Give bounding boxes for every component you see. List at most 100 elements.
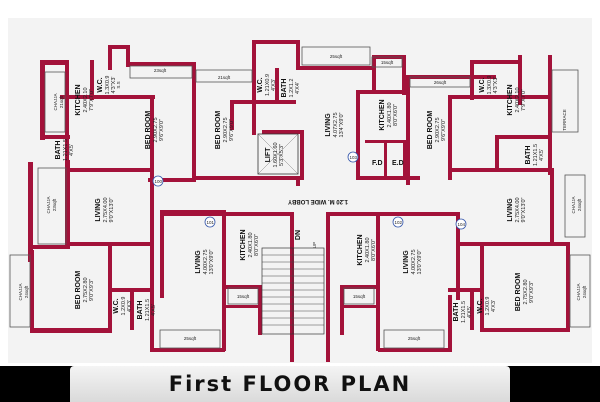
svg-text:4'X5': 4'X5' <box>69 144 75 156</box>
svg-text:DN: DN <box>295 230 302 240</box>
svg-text:LIVING: LIVING <box>325 113 332 137</box>
svg-text:7'9"X7'0": 7'9"X7'0" <box>89 89 95 111</box>
plan-title: First FLOOR PLAN <box>168 372 412 396</box>
chajja-mid-right-sqft: 15sqft <box>353 294 366 299</box>
svg-text:13'0"X9'0": 13'0"X9'0" <box>209 249 215 274</box>
chajja-right-mid: CHAJJA 24sqft <box>571 196 582 213</box>
room-bedroom-right-bottom: BED ROOM 2.75X2.80 9'0"X9'3" <box>515 273 535 312</box>
room-wc-left-bottom: W.C. 1.2X0.9 4'X3' <box>113 297 133 316</box>
svg-text:2.40X1.80: 2.40X1.80 <box>365 237 371 262</box>
staircase <box>261 247 325 335</box>
room-living-right: LIVING 2.75X4.00 9'0"X13'0" <box>507 197 527 222</box>
svg-text:W.C.: W.C. <box>479 77 486 92</box>
lift-label: LIFT 1.60X1.60 5'3"X5'3" <box>265 142 285 167</box>
room-ss-left-top: S.S <box>116 81 121 88</box>
svg-text:1.3X0.9: 1.3X0.9 <box>105 76 111 95</box>
svg-text:2.40X1.80: 2.40X1.80 <box>248 232 254 257</box>
svg-text:2.90X2.75: 2.90X2.75 <box>435 117 441 142</box>
svg-text:BATH: BATH <box>525 146 532 165</box>
door-tag-102: 102 <box>395 220 403 225</box>
svg-text:8'0"X6'0": 8'0"X6'0" <box>393 104 399 126</box>
room-bath-left: BATH 1.21X1.5 4'X5' <box>55 139 75 161</box>
svg-text:7'9"X7'0": 7'9"X7'0" <box>521 89 527 111</box>
svg-text:CHAJJA: CHAJJA <box>53 93 58 110</box>
svg-text:UP: UP <box>312 242 317 248</box>
room-kitchen-right-top: KITCHEN 2.40X2.10 7'9"X7'0" <box>507 84 527 115</box>
chajja-left-top: CHAJJA 21sqft <box>53 93 64 110</box>
room-bedroom-left-top: BED ROOM 2.90X2.75 9'6"X9'0" <box>145 111 165 150</box>
room-kitchen-center-right-bottom: KITCHEN 2.40X1.80 8'0"X6'0" <box>357 234 377 265</box>
svg-text:KITCHEN: KITCHEN <box>507 84 514 115</box>
svg-text:TERRACE: TERRACE <box>562 109 567 131</box>
svg-text:4'X5': 4'X5' <box>151 304 157 316</box>
room-wc-left-top: W.C. 1.3X0.9 4'3"X3' <box>97 76 117 95</box>
svg-text:BATH: BATH <box>453 303 460 322</box>
svg-text:2.75X2.80: 2.75X2.80 <box>523 279 529 304</box>
room-living-left: LIVING 2.75X4.00 9'0"X13'0" <box>95 197 115 222</box>
svg-text:KITCHEN: KITCHEN <box>240 229 247 260</box>
door-tag-100: 100 <box>155 179 163 184</box>
stair-up-label: UP <box>312 242 317 248</box>
chajja-top-left-sqft: 23sqft <box>154 68 167 73</box>
door-tag-103: 103 <box>350 155 358 160</box>
svg-text:9'6"X9'0": 9'6"X9'0" <box>159 119 165 141</box>
svg-text:1.2X0.9: 1.2X0.9 <box>121 297 127 316</box>
room-wc-center: W.C. 1.21X0.9 4'X3' <box>257 74 277 96</box>
room-kitchen-center-left: KITCHEN 2.40X1.80 8'0"X6'0" <box>240 229 260 260</box>
svg-text:24sqft: 24sqft <box>24 285 29 298</box>
svg-text:BED ROOM: BED ROOM <box>215 111 222 150</box>
svg-text:4.00X2.75: 4.00X2.75 <box>411 249 417 274</box>
chajja-outlines <box>9 46 591 349</box>
svg-text:4'X5': 4'X5' <box>467 306 473 318</box>
room-bath-right-bottom: BATH 1.21X1.5 4'X5' <box>453 301 473 323</box>
svg-text:CHAJJA: CHAJJA <box>46 196 51 213</box>
plan-title-bar: First FLOOR PLAN <box>70 366 510 402</box>
stair-dn-label: DN <box>295 230 302 240</box>
svg-text:BED ROOM: BED ROOM <box>515 273 522 312</box>
svg-text:4'X3': 4'X3' <box>127 300 133 312</box>
svg-text:BED ROOM: BED ROOM <box>427 111 434 150</box>
svg-text:CHAJJA: CHAJJA <box>571 196 576 213</box>
svg-text:LIVING: LIVING <box>507 198 514 222</box>
svg-text:BATH: BATH <box>55 141 62 160</box>
room-kitchen-center-right: KITCHEN 2.40X1.80 8'0"X6'0" <box>379 99 399 130</box>
terrace-label: TERRACE <box>562 109 567 131</box>
svg-text:2.40X2.10: 2.40X2.10 <box>83 87 89 112</box>
svg-text:S.S: S.S <box>116 81 121 88</box>
svg-text:1.21X0.9: 1.21X0.9 <box>265 74 271 96</box>
chajja-right-bottom: CHAJJA 24sqft <box>576 283 587 300</box>
chajja-bottom-left-sqft: 25sqft <box>184 336 197 341</box>
chajja-bottom-right-sqft: 25sqft <box>408 336 421 341</box>
svg-text:W.C.: W.C. <box>113 298 120 313</box>
room-bedroom-left-bottom: BED ROOM 2.75X2.80 9'0"X9'3" <box>75 271 95 310</box>
svg-text:1.21X1.5: 1.21X1.5 <box>461 301 467 323</box>
svg-text:LIVING: LIVING <box>95 198 102 222</box>
svg-text:1.21X1.5: 1.21X1.5 <box>145 299 151 321</box>
svg-text:13'4"X9'0": 13'4"X9'0" <box>339 112 345 137</box>
svg-text:24sqft: 24sqft <box>577 198 582 211</box>
svg-text:4'X3': 4'X3' <box>491 300 497 312</box>
chajja-top-left2-sqft: 21sqft <box>218 75 231 80</box>
svg-text:23sqft: 23sqft <box>52 198 57 211</box>
svg-text:BED ROOM: BED ROOM <box>145 111 152 150</box>
chajja-left-bottom: CHAJJA 24sqft <box>18 283 29 300</box>
svg-text:W.C.: W.C. <box>477 298 484 313</box>
svg-text:KITCHEN: KITCHEN <box>75 84 82 115</box>
svg-text:9'6"X9'0": 9'6"X9'0" <box>229 119 235 141</box>
svg-text:9'6"X9'0": 9'6"X9'0" <box>441 119 447 141</box>
svg-text:4'X3': 4'X3' <box>271 79 277 91</box>
room-bedroom-center-left: BED ROOM 2.90X2.75 9'6"X9'0" <box>215 111 235 150</box>
svg-text:KITCHEN: KITCHEN <box>379 99 386 130</box>
svg-text:4'3"X3': 4'3"X3' <box>493 77 499 94</box>
door-tag-104: 104 <box>458 222 466 227</box>
room-living-center-left: LIVING 4.00X2.75 13'0"X9'0" <box>195 249 215 274</box>
svg-text:1.21X1.5: 1.21X1.5 <box>533 144 539 166</box>
room-wc-right-bottom: W.C. 1.2X0.9 4'X3' <box>477 297 497 316</box>
svg-text:13'0"X9'0": 13'0"X9'0" <box>417 249 423 274</box>
svg-text:1.2X1.2: 1.2X1.2 <box>289 79 295 98</box>
svg-text:9'0"X9'3": 9'0"X9'3" <box>89 279 95 301</box>
svg-text:1.2X0.9: 1.2X0.9 <box>485 297 491 316</box>
door-tags: 100 103 101 102 104 <box>152 151 467 230</box>
svg-text:9'0"X13'0": 9'0"X13'0" <box>109 197 115 222</box>
